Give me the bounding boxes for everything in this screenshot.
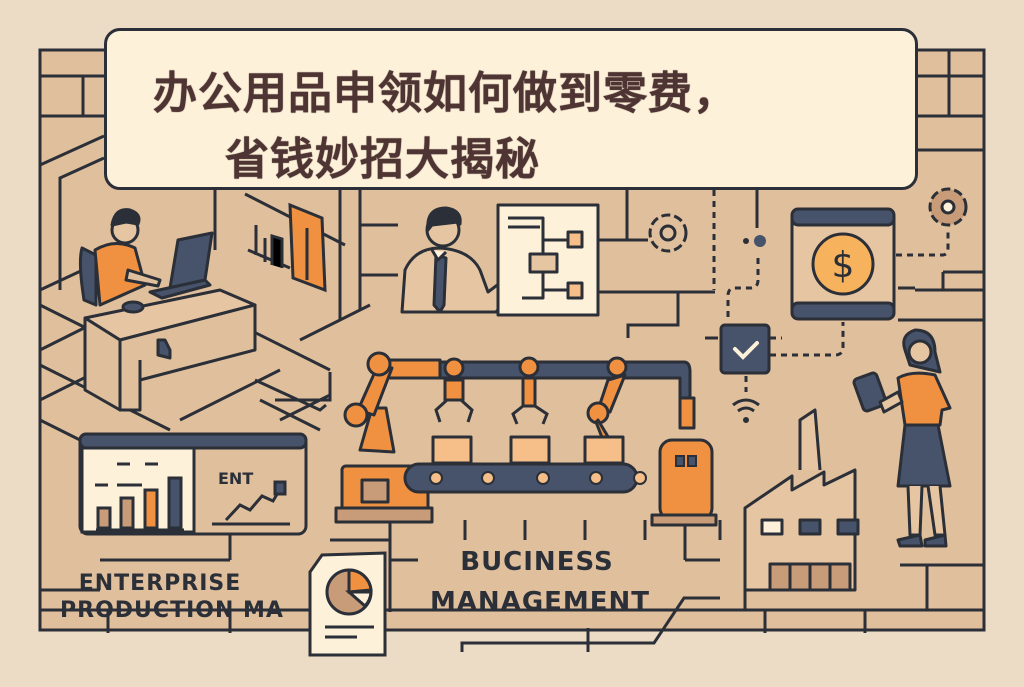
dollar-icon: $ (832, 245, 855, 286)
dashboard-ent-label: ENT (218, 469, 253, 488)
desk-worker-illustration (78, 208, 257, 412)
gear-icon (928, 187, 968, 227)
robot-conveyor-line (334, 351, 718, 527)
maze-lines (38, 50, 984, 652)
enterprise-label-line-2: PRODUCTION MA (60, 598, 284, 623)
business-label-line-2: MANAGEMENT (430, 587, 650, 617)
page-title-line-2: 省钱妙招大揭秘 (225, 134, 540, 185)
title-card: 办公用品申领如何做到零费， 省钱妙招大揭秘 (104, 28, 918, 190)
check-icon (719, 323, 771, 375)
currency-tablet (790, 207, 896, 321)
dashed-connectors (712, 190, 950, 392)
woman-with-tablet (852, 328, 952, 548)
enterprise-label-line-1: ENTERPRISE (79, 571, 242, 596)
wifi-icon (732, 398, 760, 413)
business-label-line-1: BUCINESS (460, 547, 614, 577)
pie-chart-document (308, 551, 387, 657)
page-title-line-1: 办公用品申领如何做到零费， (153, 68, 738, 119)
presenter-illustration (400, 203, 600, 317)
gear-icon (648, 213, 688, 253)
factory-building (743, 408, 860, 592)
wall-bar-chart (247, 202, 327, 293)
dashboard-card (78, 432, 308, 536)
